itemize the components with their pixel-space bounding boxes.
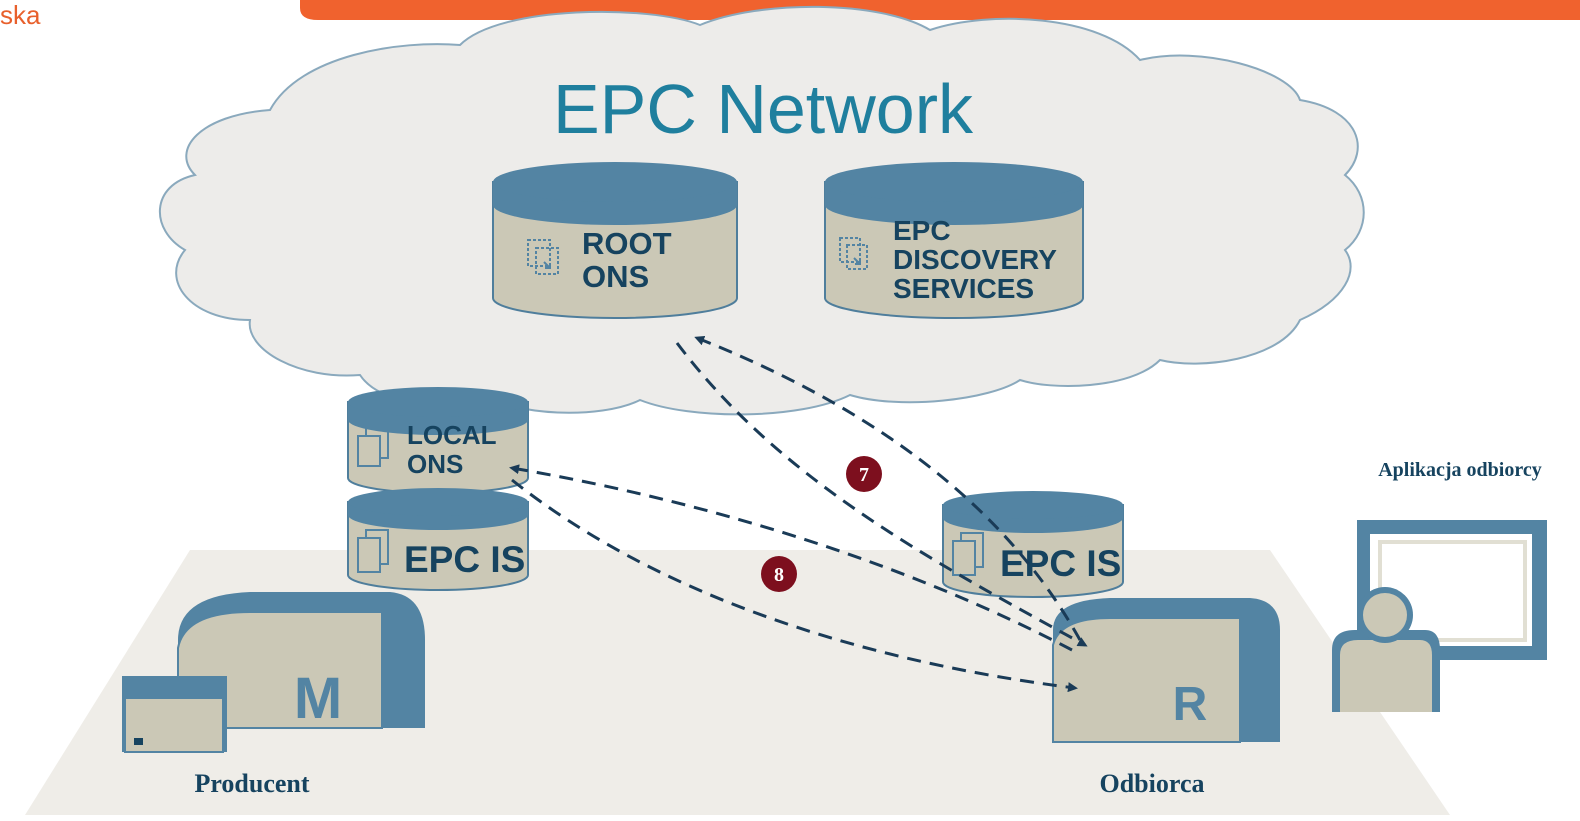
header-accent-bar [300,0,1580,20]
flow-receiver-to-root-ons [694,335,1082,641]
receiver-application [1332,520,1547,712]
document-icon [527,239,559,275]
flow-root-ons-to-receiver [675,342,1088,647]
document-icon [952,532,984,576]
step-badge-7: 7 [846,456,882,492]
discovery-services-database: EPC DISCOVERY SERVICES [824,162,1084,319]
manufacturer-machine: M [122,592,425,753]
epcis-receiver-label: EPC IS [1000,543,1121,584]
epc-network-cloud [159,5,1365,416]
receiver-letter: R [1173,678,1208,731]
discovery-line3: SERVICES [893,273,1034,304]
document-icon [357,427,389,467]
epcis-producer-database: EPC IS [347,488,529,591]
manufacturer-letter: M [294,666,342,731]
discovery-line1: EPC [893,215,951,246]
step-8-label: 8 [774,564,784,586]
root-ons-database: ROOT ONS [492,162,738,319]
document-icon [357,529,389,573]
root-ons-line2: ONS [582,259,649,294]
cloud-title: EPC Network [553,70,974,148]
flow-arrows [509,335,1088,693]
flow-local-ons-to-receiver [511,478,1078,693]
flow-receiver-to-local-ons [509,464,1073,652]
discovery-line2: DISCOVERY [893,244,1057,275]
document-icon [839,237,868,270]
root-ons-line1: ROOT [582,226,672,261]
local-ons-database: LOCAL ONS [347,387,529,494]
epcis-producer-label: EPC IS [404,539,525,580]
receiver-machine: R [1052,598,1280,743]
local-ons-line1: LOCAL [407,420,497,450]
step-badge-8: 8 [761,556,797,592]
receiver-label: Odbiorca [1100,769,1205,798]
app-label: Aplikacja odbiorcy [1378,459,1542,481]
corner-text: ska [0,0,41,30]
local-ons-line2: ONS [407,449,463,479]
step-7-label: 7 [859,464,869,486]
epcis-receiver-database: EPC IS [942,491,1124,598]
producer-label: Producent [194,769,309,798]
